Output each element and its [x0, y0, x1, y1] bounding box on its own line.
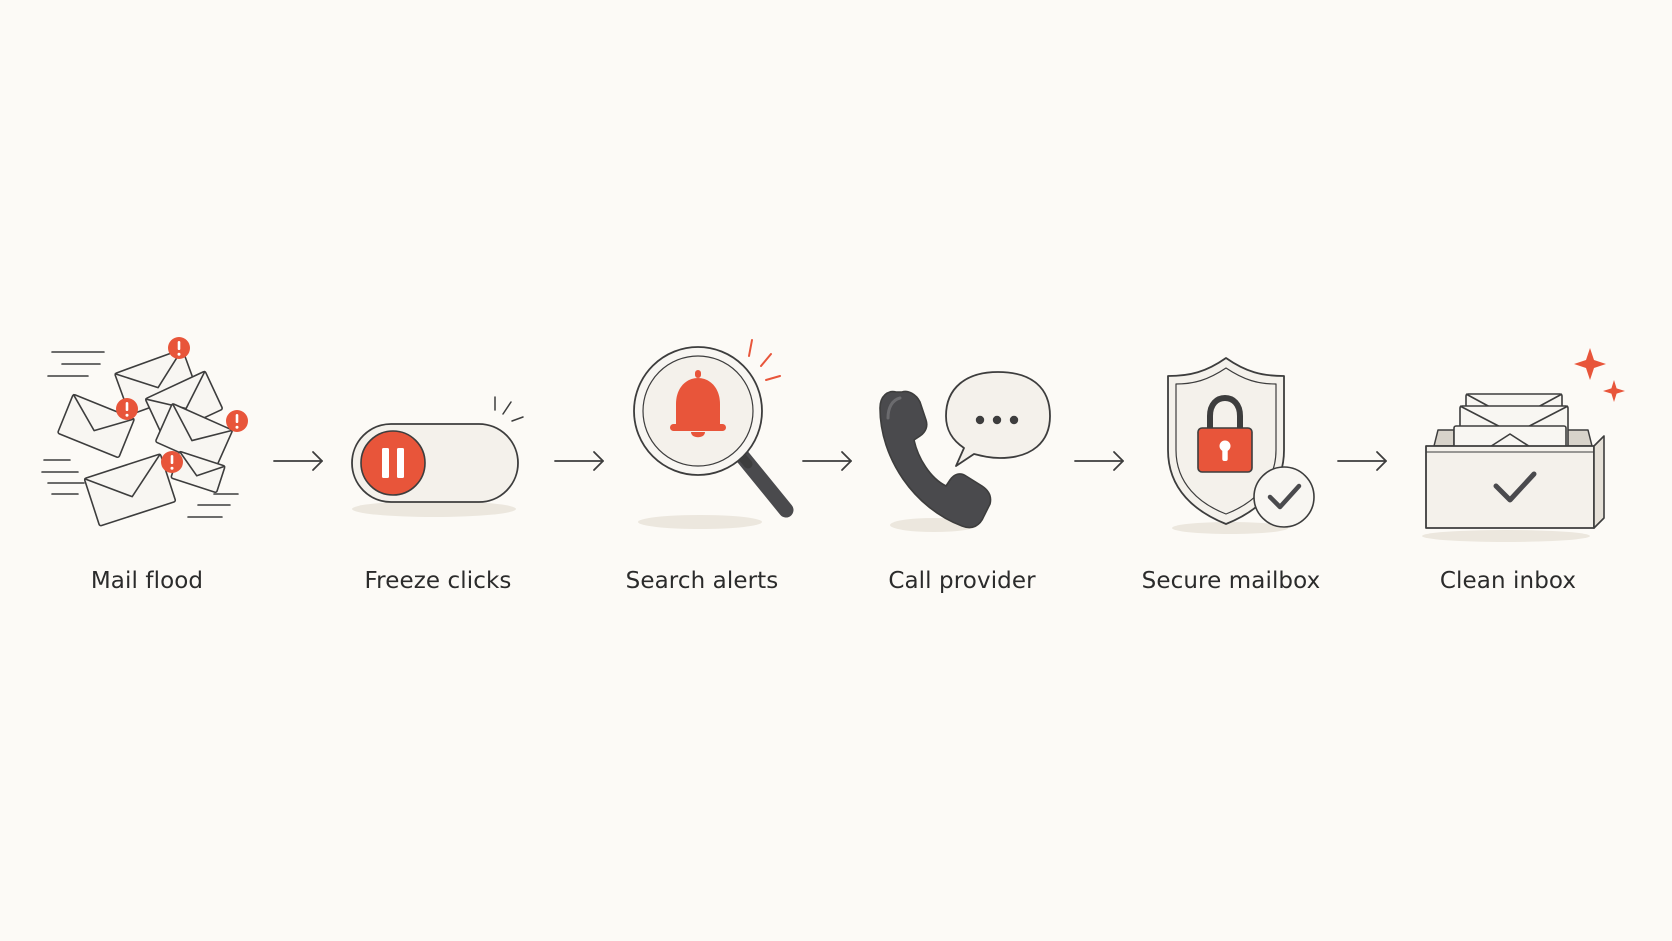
step-label-secure-mailbox: Secure mailbox — [1141, 568, 1321, 594]
arrow-right-icon — [1074, 451, 1124, 471]
step-label-mail-flood: Mail flood — [90, 568, 204, 594]
step-label-freeze-clicks: Freeze clicks — [364, 568, 512, 594]
clean-inbox-icon — [1422, 348, 1625, 542]
phone-chat-icon — [879, 371, 1051, 532]
shield-lock-icon — [1167, 357, 1315, 534]
mail-flood-icon — [41, 337, 248, 527]
padlock-icon — [1197, 394, 1253, 473]
pause-toggle-icon — [351, 396, 524, 517]
arrow-right-icon — [802, 451, 852, 471]
step-label-clean-inbox: Clean inbox — [1439, 568, 1577, 594]
bell-icon — [670, 370, 726, 438]
step-label-search-alerts: Search alerts — [625, 568, 779, 594]
arrow-right-icon — [554, 451, 604, 471]
arrow-right-icon — [1337, 451, 1387, 471]
phone-handset-icon — [879, 390, 992, 529]
sparkle-icon — [1574, 348, 1625, 402]
arrow-right-icon — [273, 451, 323, 471]
magnifier-bell-icon — [633, 339, 794, 529]
step-label-call-provider: Call provider — [888, 568, 1036, 594]
alert-badge-icon — [116, 337, 248, 473]
inbox-tray-icon — [1425, 435, 1605, 529]
check-badge-icon — [1253, 466, 1315, 528]
